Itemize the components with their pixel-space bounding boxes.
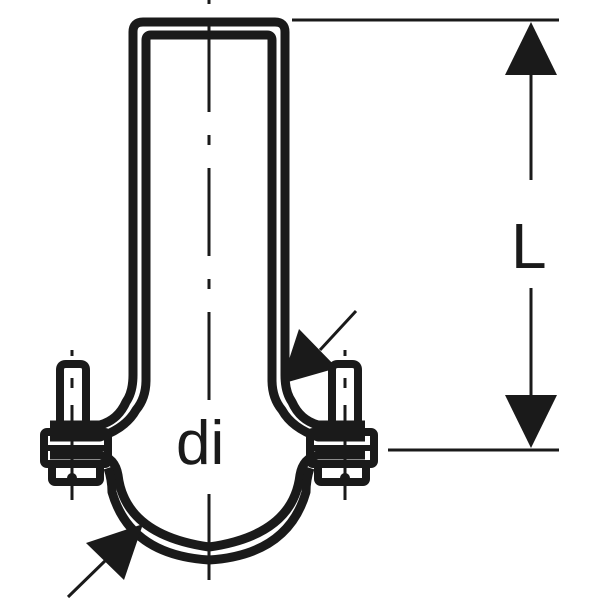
cradle-outer-arc (103, 466, 315, 565)
length-label: L (511, 210, 547, 282)
arrowhead-up-icon (505, 22, 557, 75)
arrowhead-diagonal-upper-icon (281, 329, 337, 384)
clamp-band-outer (128, 17, 365, 430)
clamp-band-outer-left-shoulder (50, 374, 138, 430)
arrowhead-diagonal-lower-icon (86, 524, 143, 580)
right-flange (306, 428, 378, 486)
right-bolt (328, 350, 362, 500)
left-flange (40, 428, 112, 486)
leader-line-upper-right (318, 309, 358, 352)
inner-diameter-label: di (176, 409, 225, 478)
dimension-inner-diameter (66, 309, 358, 599)
left-bolt (56, 350, 90, 500)
arrowhead-down-icon (505, 395, 557, 448)
dimension-length (292, 18, 559, 452)
leader-line-lower-left (66, 556, 110, 599)
clamp-band-inner (141, 30, 365, 442)
cradle-inner-arc (50, 450, 365, 552)
